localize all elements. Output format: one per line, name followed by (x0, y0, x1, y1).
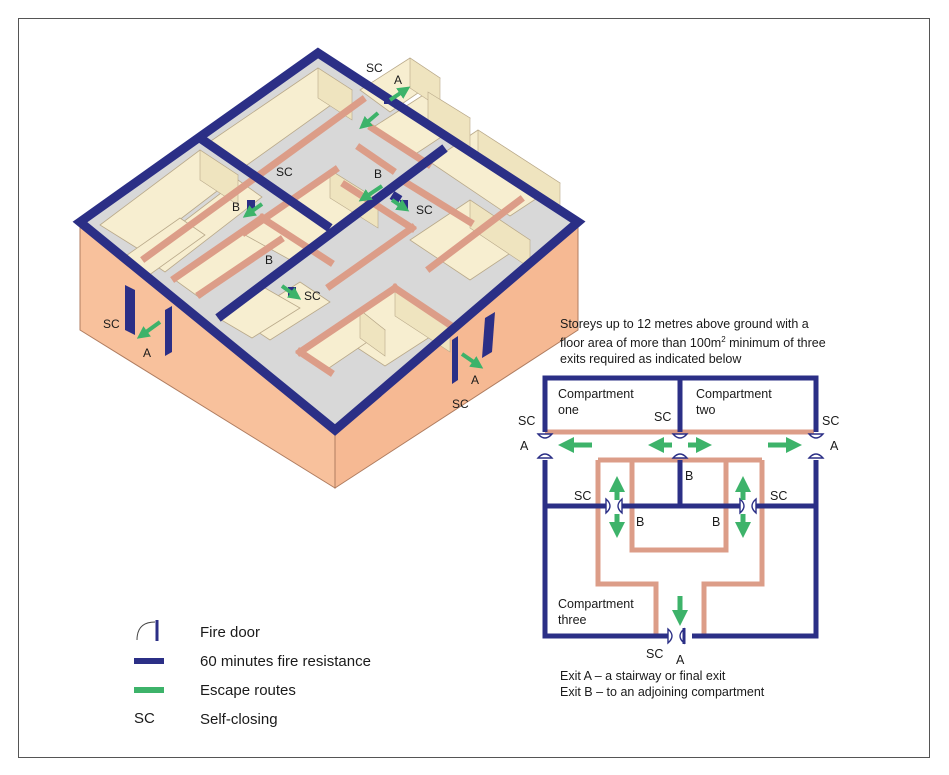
escape-arrow-b-left (242, 202, 264, 218)
label-sc-low: SC (304, 289, 321, 303)
building-exterior-doors (125, 285, 495, 384)
building-labels: SC A SC B B SC B SC SC A A SC (103, 61, 479, 411)
plan-fire-walls (542, 375, 819, 639)
compartment-one-line2: one (558, 403, 579, 417)
label-a-left-exit: A (143, 346, 151, 360)
legend-item-self-closing: SC Self-closing (130, 707, 278, 731)
fire-door-icon (136, 620, 159, 641)
escape-arrow-right-exit (460, 352, 484, 369)
plan-description-minimum: minimum of three (725, 336, 826, 351)
plan-description: Storeys up to 12 metres above ground wit… (560, 316, 860, 367)
exit-notes: Exit A – a stairway or final exit Exit B… (560, 668, 880, 700)
compartment-three-line1: Compartment (558, 597, 634, 611)
building-room-walls (199, 57, 561, 357)
plan-label-sc-bottom: SC (646, 647, 663, 661)
plan-door-right-b (739, 497, 757, 515)
plan-label-sc-right: SC (822, 414, 839, 428)
plan-label-a-bottom: A (676, 653, 685, 667)
compartment-plan: Compartment one Compartment two Compartm… (518, 375, 839, 667)
label-a-right-exit: A (471, 373, 479, 387)
figure-frame (18, 18, 930, 758)
legend-label-self-closing: Self-closing (200, 710, 278, 728)
exit-note-b: Exit B – to an adjoining compartment (560, 685, 765, 699)
label-sc-mid-left: SC (276, 165, 293, 179)
plan-door-right-a (807, 433, 825, 459)
legend-item-fire-door: Fire door (130, 620, 260, 644)
plan-label-a-left: A (520, 439, 529, 453)
plan-label-sc-center: SC (654, 410, 671, 424)
plan-label-b-mid-left: B (636, 515, 644, 529)
compartment-two-line2: two (696, 403, 716, 417)
legend-label-fire-resistance: 60 minutes fire resistance (200, 652, 371, 670)
escape-arrow-mid-right (390, 198, 410, 212)
escape-arrow-b-low (280, 284, 302, 300)
label-sc-left-exit: SC (103, 317, 120, 331)
label-a-top: A (394, 73, 402, 87)
escape-arrow-left-exit (136, 320, 162, 339)
building-3d: SC A SC B B SC B SC SC A A SC (72, 47, 586, 489)
plan-labels: Compartment one Compartment two Compartm… (518, 387, 839, 667)
plan-door-left-b (605, 497, 623, 515)
plan-description-superscript: 2 (721, 335, 726, 344)
label-b-mid-left: B (232, 200, 240, 214)
door-right-exterior-leaf (452, 336, 458, 384)
compartment-one-line1: Compartment (558, 387, 634, 401)
legend-item-fire-resistance: 60 minutes fire resistance (130, 649, 371, 673)
compartment-three-line2: three (558, 613, 587, 627)
escape-arrow-top (388, 86, 411, 102)
label-sc-top: SC (366, 61, 383, 75)
legend-label-fire-door: Fire door (200, 623, 261, 641)
compartment-two-line1: Compartment (696, 387, 772, 401)
plan-label-sc-mid-right: SC (770, 489, 787, 503)
plan-label-b-center: B (685, 469, 693, 483)
plan-label-a-right: A (830, 439, 839, 453)
plan-escape-arrows (557, 436, 803, 627)
legend-item-escape-route: Escape routes (130, 678, 296, 702)
plan-label-sc-left: SC (518, 414, 535, 428)
label-sc-right-exit: SC (452, 397, 469, 411)
plan-label-sc-mid-left: SC (574, 489, 591, 503)
building-escape-arrows (136, 86, 484, 369)
door-left-exterior-leaf (165, 306, 172, 356)
plan-description-line2: floor area of more than 100m2 minimum of… (560, 332, 860, 351)
escape-arrow-top-2 (359, 111, 380, 130)
legend-label-escape-route: Escape routes (200, 681, 296, 699)
door-left-exterior (125, 285, 135, 335)
legend-sc-code: SC (134, 710, 155, 727)
door-right-exterior (482, 312, 495, 358)
label-b-mid-center: B (374, 167, 382, 181)
plan-label-b-mid-right: B (712, 515, 720, 529)
plan-door-center (671, 433, 689, 459)
plan-description-area: floor area of more than 100m (560, 336, 722, 351)
label-sc-mid-right: SC (416, 203, 433, 217)
exit-note-a: Exit A – a stairway or final exit (560, 669, 726, 683)
legend-symbols (134, 620, 164, 693)
plan-description-line1: Storeys up to 12 metres above ground wit… (560, 317, 809, 331)
building-fire-walls (72, 47, 586, 436)
label-b-low: B (265, 253, 273, 267)
plan-doors (536, 433, 825, 645)
plan-description-line3: exits required as indicated below (560, 352, 742, 367)
escape-arrow-mid (358, 184, 384, 202)
plan-door-bottom-a (667, 627, 686, 645)
plan-door-left-a (536, 433, 554, 459)
